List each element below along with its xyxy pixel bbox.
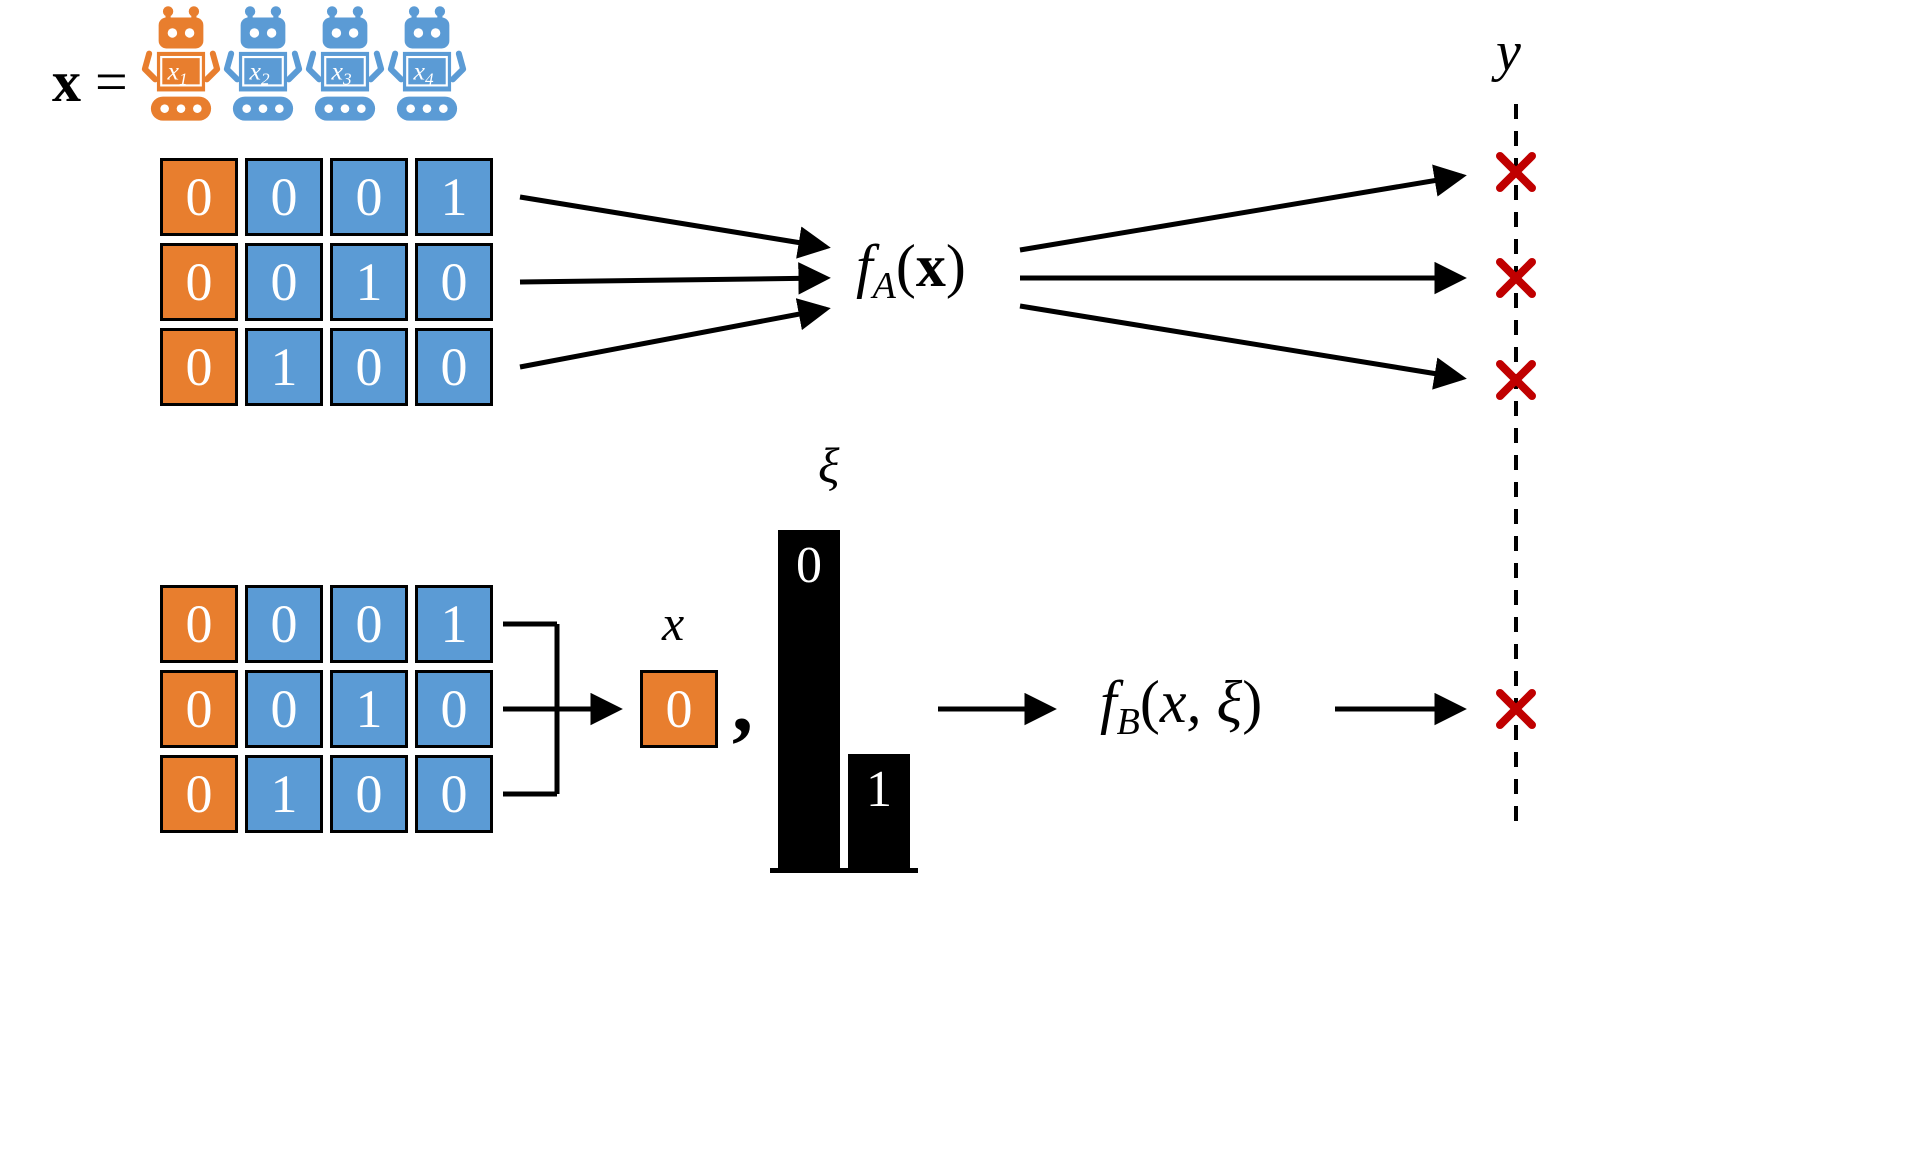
arrow-row1-to-fa xyxy=(519,194,831,259)
svg-text:x3: x3 xyxy=(331,56,352,88)
equals-sign: = xyxy=(95,49,128,114)
robot-label-base: x xyxy=(167,56,180,85)
arrow-row2-to-fa xyxy=(519,262,831,295)
vector-symbol: x xyxy=(52,49,81,114)
robot-label-sub: 2 xyxy=(261,70,270,89)
matrix-cell: 1 xyxy=(415,158,493,236)
matrix-cell: 0 xyxy=(160,585,238,663)
matrix-cell: 0 xyxy=(330,755,408,833)
x-mark-4 xyxy=(1496,689,1536,729)
comma-separator: , xyxy=(732,657,753,750)
x-mark-1 xyxy=(1496,152,1536,192)
matrix-cell: 1 xyxy=(245,755,323,833)
arrow-fa-to-y1 xyxy=(1019,164,1467,253)
matrix-cell: 0 xyxy=(245,243,323,321)
matrix-cell: 1 xyxy=(245,328,323,406)
robot-label-base: x xyxy=(249,56,262,85)
matrix-cell: 0 xyxy=(245,158,323,236)
robot-label-sub: 1 xyxy=(179,70,188,89)
robot-label-sub: 4 xyxy=(425,70,434,89)
fa-label: fA(x) xyxy=(856,232,966,308)
fa-argument: x xyxy=(915,233,946,299)
y-axis-label: y xyxy=(1496,21,1521,83)
matrix-top: 0 0 0 1 0 0 1 0 0 1 0 0 xyxy=(160,158,493,406)
robot-icon-x2: x2 xyxy=(223,6,303,121)
robot-icon-x1: x1 xyxy=(141,6,221,121)
fb-open-paren: ( xyxy=(1139,669,1160,735)
fa-close-paren: ) xyxy=(945,233,966,299)
fb-name: f xyxy=(1100,669,1117,735)
x-mark-2 xyxy=(1496,258,1536,298)
fa-name: f xyxy=(856,233,873,299)
fb-close-paren: ) xyxy=(1242,669,1263,735)
matrix-cell: 0 xyxy=(160,670,238,748)
robot-label-sub: 3 xyxy=(342,70,352,89)
xi-label: ξ xyxy=(818,437,840,493)
svg-text:x2: x2 xyxy=(249,56,270,88)
fa-subscript: A xyxy=(872,265,896,307)
fb-argument: x, ξ xyxy=(1159,669,1243,735)
matrix-cell: 0 xyxy=(415,670,493,748)
matrix-cell: 0 xyxy=(160,328,238,406)
robot-icon-x4: x4 xyxy=(387,6,467,121)
matrix-cell: 0 xyxy=(330,585,408,663)
fb-label: fB(x, ξ) xyxy=(1100,668,1262,744)
sample-label: x xyxy=(662,595,685,651)
matrix-cell: 0 xyxy=(245,670,323,748)
x-mark-3 xyxy=(1496,360,1536,400)
noise-bar-1: 1 xyxy=(848,754,910,870)
matrix-cell: 0 xyxy=(330,328,408,406)
noise-bar-0: 0 xyxy=(778,530,840,870)
matrix-cell: 0 xyxy=(415,755,493,833)
fa-open-paren: ( xyxy=(895,233,916,299)
matrix-cell: 0 xyxy=(160,755,238,833)
sample-cell: 0 xyxy=(640,670,718,748)
matrix-cell: 0 xyxy=(415,243,493,321)
noise-bar-0-value: 0 xyxy=(796,537,822,594)
matrix-cell: 0 xyxy=(160,158,238,236)
matrix-cell: 0 xyxy=(160,243,238,321)
noise-bar-1-value: 1 xyxy=(866,761,892,818)
fb-subscript: B xyxy=(1116,701,1140,743)
arrow-fa-to-y3 xyxy=(1019,303,1467,390)
robot-label-base: x xyxy=(331,56,344,85)
robot-row: x1 x2 x3 xyxy=(138,2,467,131)
robot-icon-x3: x3 xyxy=(305,6,385,121)
matrix-cell: 0 xyxy=(245,585,323,663)
matrix-cell: 1 xyxy=(330,243,408,321)
matrix-cell: 0 xyxy=(330,158,408,236)
matrix-cell: 0 xyxy=(415,328,493,406)
matrix-cell: 1 xyxy=(330,670,408,748)
matrix-bottom: 0 0 0 1 0 0 1 0 0 1 0 0 xyxy=(160,585,493,833)
arrow-row3-to-fa xyxy=(519,298,831,370)
svg-text:x1: x1 xyxy=(167,56,188,88)
matrix-cell: 1 xyxy=(415,585,493,663)
svg-text:x4: x4 xyxy=(413,56,434,88)
bar-baseline xyxy=(770,868,918,873)
vector-equation: x= xyxy=(52,48,128,115)
robot-label-base: x xyxy=(413,56,426,85)
